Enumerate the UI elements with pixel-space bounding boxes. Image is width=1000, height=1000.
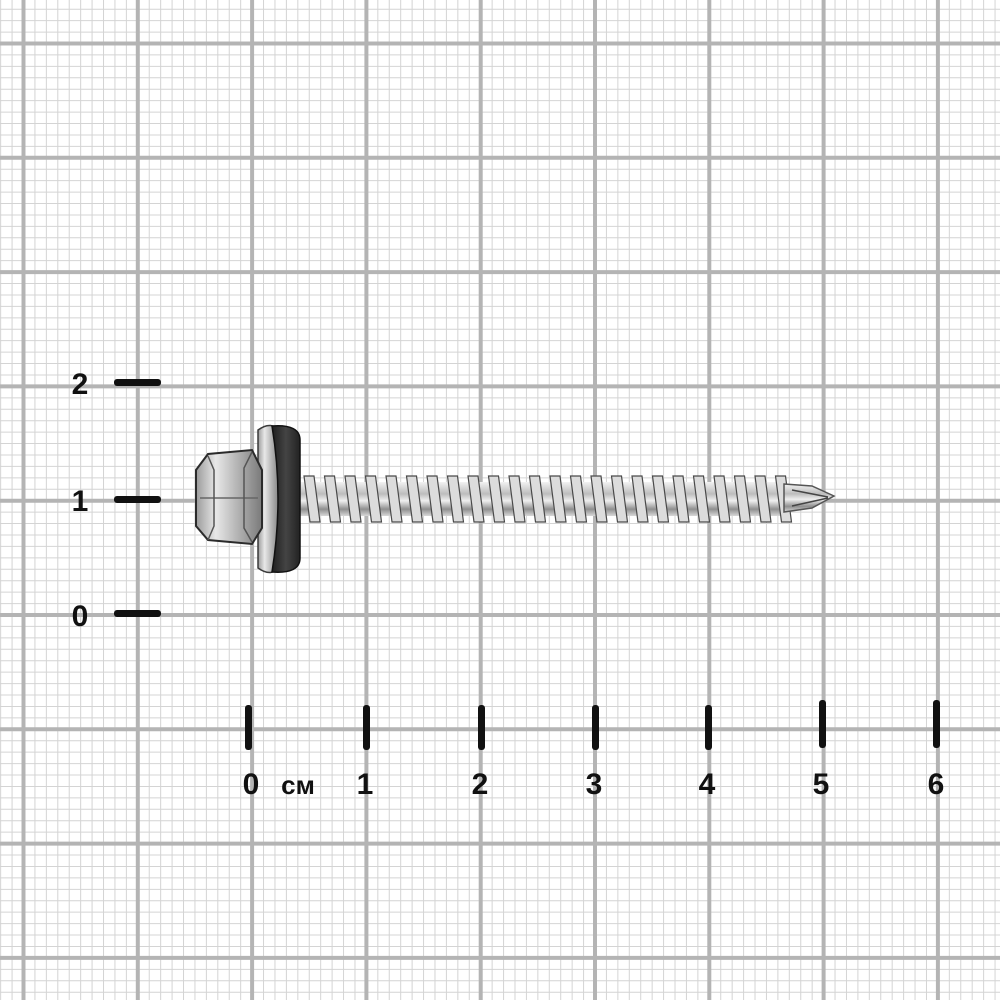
thread-crest <box>631 475 649 523</box>
thread-crest <box>610 475 629 523</box>
thread-crest <box>590 475 608 523</box>
thread-crest <box>467 475 485 523</box>
horizontal-label-3: 3 <box>586 768 603 801</box>
vertical-label-0: 0 <box>72 600 89 633</box>
thread-crest <box>405 475 424 523</box>
vertical-label-2: 2 <box>72 368 89 401</box>
horizontal-scale: 0 см 1 2 3 4 5 6 <box>243 700 945 801</box>
tick-h3 <box>592 705 599 750</box>
thread-crest <box>385 475 403 523</box>
horizontal-label-1: 1 <box>357 768 374 801</box>
thread-crest <box>754 475 772 523</box>
thread-crest <box>733 475 752 523</box>
tick-1 <box>114 496 161 503</box>
tick-h5 <box>819 700 826 748</box>
screw-threads <box>303 475 793 523</box>
tick-h2 <box>478 705 485 750</box>
horizontal-label-4: 4 <box>699 768 716 801</box>
thread-crest <box>569 475 588 523</box>
tick-0 <box>114 610 161 617</box>
thread-crest <box>487 475 506 523</box>
thread-crest <box>528 475 547 523</box>
hex-head <box>195 448 263 546</box>
vertical-label-1: 1 <box>72 485 89 518</box>
tick-h1 <box>363 705 370 750</box>
tick-h4 <box>705 705 712 750</box>
horizontal-label-0: 0 <box>243 768 260 801</box>
thread-crest <box>446 475 465 523</box>
tick-h0 <box>245 705 252 750</box>
thread-crest <box>364 475 383 523</box>
tick-h6 <box>933 700 940 748</box>
thread-crest <box>323 475 342 523</box>
horizontal-label-6: 6 <box>928 768 945 801</box>
thread-crest <box>508 475 526 523</box>
horizontal-label-5: 5 <box>813 768 830 801</box>
horizontal-label-2: 2 <box>472 768 489 801</box>
unit-label: см <box>281 770 315 800</box>
thread-crest <box>672 475 690 523</box>
thread-crest <box>651 475 670 523</box>
thread-crest <box>713 475 731 523</box>
thread-crest <box>692 475 711 523</box>
thread-crest <box>303 475 321 523</box>
thread-crest <box>549 475 567 523</box>
tick-2 <box>114 379 161 386</box>
vertical-scale: 2 1 0 <box>72 368 161 633</box>
thread-crest <box>344 475 362 523</box>
hex-head-roofing-screw-icon <box>195 424 836 574</box>
washer-rubber <box>271 425 301 573</box>
thread-crest <box>426 475 444 523</box>
